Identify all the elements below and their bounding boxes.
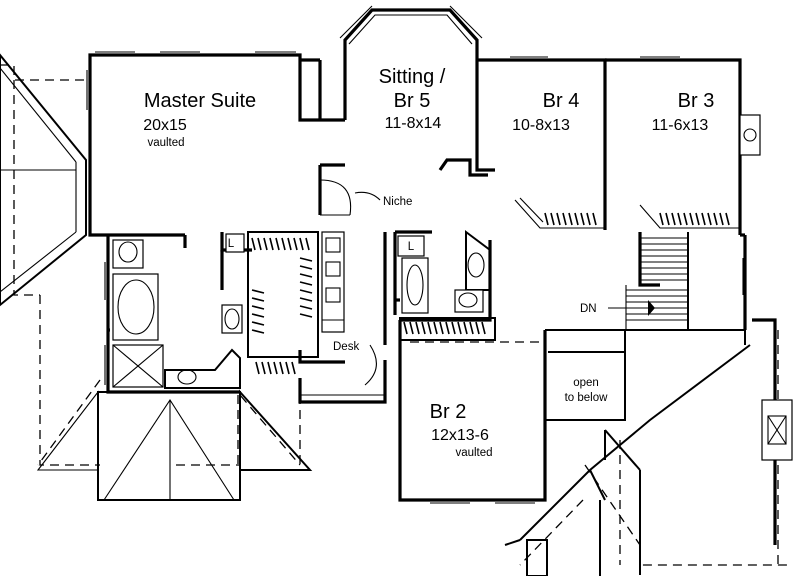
desk — [300, 344, 385, 396]
master-suite-walls — [88, 53, 345, 394]
center-cabinets — [321, 231, 345, 333]
dn-label: DN — [580, 303, 597, 315]
br2-label: Br 2 12x13-6 vaulted — [430, 401, 493, 459]
br4-walls — [438, 58, 607, 230]
upper-closet-hatches — [544, 212, 730, 226]
room-dims-br3: 11-6x13 — [652, 117, 709, 134]
room-name-br4: Br 4 — [543, 90, 580, 112]
room-note-master-suite: vaulted — [147, 137, 184, 149]
chimney — [752, 318, 793, 545]
room-note-br2: vaulted — [455, 447, 492, 459]
room-name-master-suite: Master Suite — [144, 90, 256, 112]
room-dims-br2: 12x13-6 — [431, 427, 489, 444]
room-dims-master-suite: 20x15 — [143, 117, 187, 134]
br2-walls — [398, 320, 547, 504]
hall-walls — [298, 163, 492, 404]
open-label-1: open — [573, 377, 599, 389]
niche-label: Niche — [383, 196, 412, 208]
left-hip-roof — [0, 53, 87, 307]
open-to-below — [545, 329, 746, 421]
open-label-2: to below — [565, 392, 609, 404]
linen-label-hall: L — [408, 241, 415, 253]
room-name-br3: Br 3 — [678, 90, 715, 112]
master-closet — [247, 231, 319, 375]
linen-label-master: L — [228, 238, 235, 250]
sitting-label: Sitting / Br 5 11-8x14 — [379, 66, 446, 132]
hall-bath — [397, 230, 491, 314]
room-name-sitting: Sitting / — [379, 66, 446, 88]
master-bath — [112, 233, 245, 389]
master-windows — [86, 51, 296, 385]
master-suite-label: Master Suite 20x15 vaulted — [143, 90, 256, 149]
br3-walls — [605, 58, 761, 237]
room-dims-br4: 10-8x13 — [512, 117, 570, 134]
sitting-bay — [339, 5, 483, 120]
niche-door — [319, 179, 381, 216]
desk-label: Desk — [333, 341, 359, 353]
front-roof — [504, 344, 751, 576]
room-name-br2: Br 2 — [430, 401, 467, 423]
br3-label: Br 3 11-6x13 — [652, 90, 715, 134]
room-dims-sitting: 11-8x14 — [385, 115, 442, 132]
stair — [608, 232, 747, 330]
room-name-br5: Br 5 — [394, 90, 431, 112]
br3-windows — [640, 56, 744, 295]
br4-label: Br 4 10-8x13 — [512, 90, 579, 134]
